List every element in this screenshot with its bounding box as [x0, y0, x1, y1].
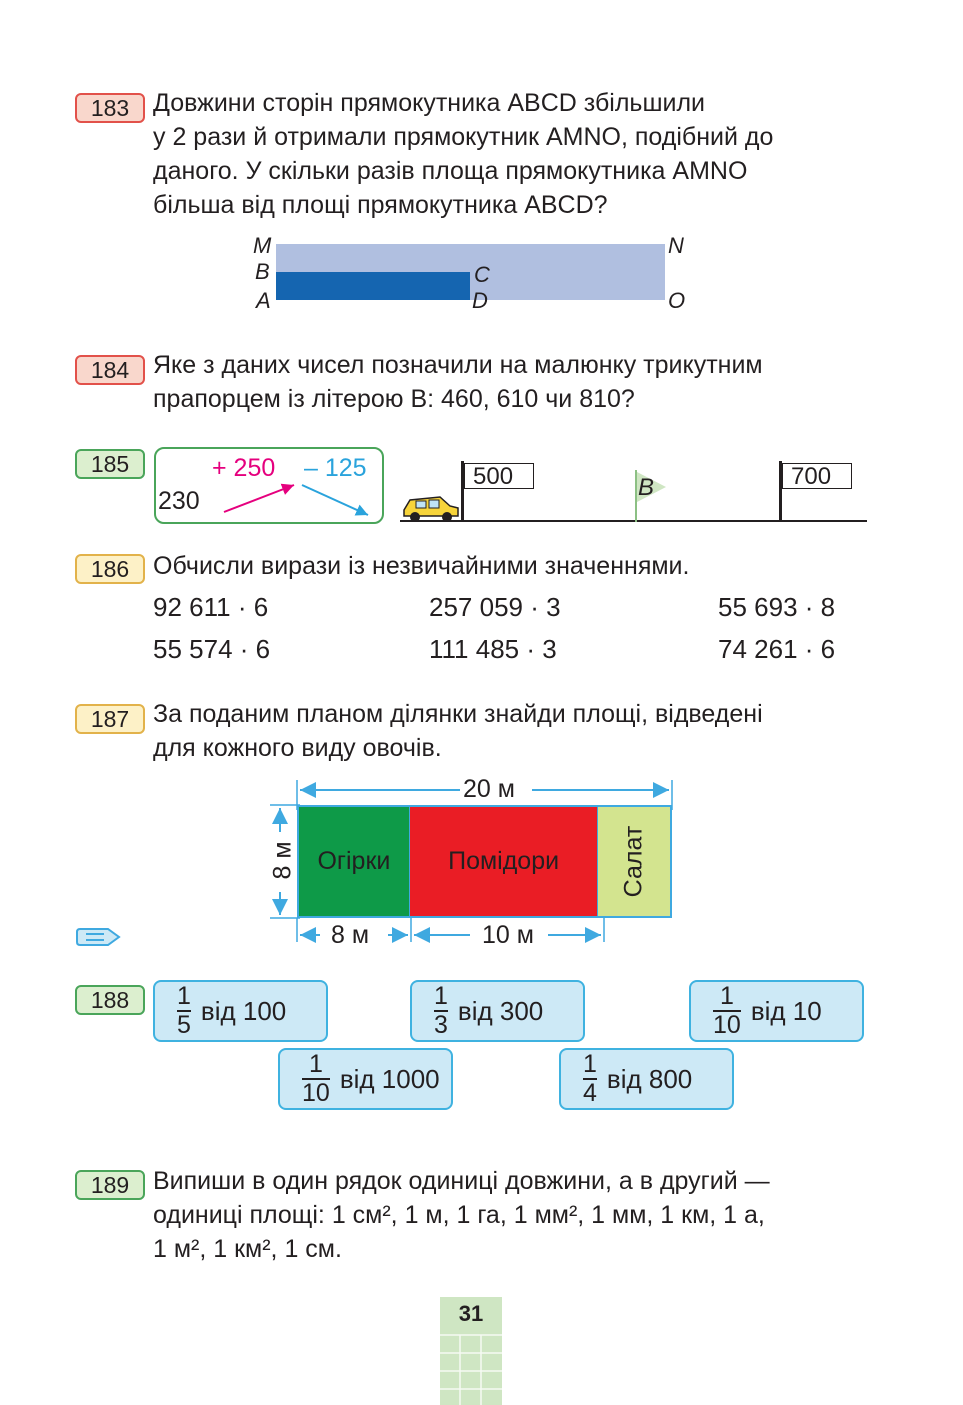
page-number-block: 31 — [440, 1297, 502, 1405]
flag-letter-b: B — [638, 474, 655, 501]
plot-tomatoes: Помідори — [408, 807, 599, 916]
exercise-number-189: 189 — [75, 1170, 145, 1200]
operation-subtract: – 125 — [304, 454, 367, 482]
exercise-184-text: Яке з даних чисел позначили на малюнку т… — [153, 348, 868, 416]
pencil-icon — [76, 928, 121, 946]
label-c: C — [474, 262, 490, 287]
fraction-text: від 10 — [750, 995, 822, 1026]
expression: 74 261 · 6 — [718, 634, 836, 664]
flag-700: 700 — [782, 463, 852, 490]
numerator: 1 — [719, 982, 734, 1010]
numerator: 1 — [177, 982, 191, 1010]
exercise-number-184: 184 — [75, 355, 145, 385]
line: одиниці площі: 1 см², 1 м, 1 га, 1 мм², … — [153, 1201, 765, 1229]
label-m: M — [253, 233, 272, 258]
operation-chain-box: 230 + 250 – 125 — [154, 447, 384, 524]
fraction-text: від 800 — [606, 1063, 693, 1094]
plan-rectangle: Огірки Помідори Салат — [297, 805, 672, 918]
numerator: 1 — [434, 982, 448, 1010]
plot-tomatoes-label: Помідори — [448, 847, 560, 875]
exercise-189-text: Випиши в один рядок одиниці довжини, а в… — [153, 1164, 868, 1266]
operation-add: + 250 — [212, 454, 276, 482]
flag-500: 500 — [464, 463, 534, 490]
triangle-flag-icon — [635, 470, 666, 522]
expression: 92 611 · 6 — [153, 592, 269, 622]
plot-cucumbers-label: Огірки — [317, 847, 391, 875]
numerator: 1 — [308, 1050, 323, 1078]
expression: 55 693 · 8 — [718, 592, 836, 622]
line: прапорцем із літерою B: 460, 610 чи 810? — [153, 385, 635, 413]
line: Випиши в один рядок одиниці довжини, а в… — [153, 1167, 770, 1195]
fraction-text: від 300 — [457, 995, 544, 1026]
exercise-number-183: 183 — [75, 93, 145, 123]
denominator: 4 — [583, 1079, 597, 1107]
start-value: 230 — [158, 487, 200, 515]
chain-arrows — [223, 483, 369, 516]
flag-pole-700 — [779, 461, 782, 522]
expression: 257 059 · 3 — [429, 592, 561, 622]
line: 1 м², 1 км², 1 см. — [153, 1235, 342, 1263]
rect-abcd — [276, 272, 470, 300]
exercise-number-188: 188 — [75, 985, 145, 1015]
line: у 2 рази й отримали прямокутник AMNO, по… — [153, 123, 774, 151]
label-a: A — [256, 288, 271, 313]
denominator: 5 — [177, 1011, 191, 1039]
exercise-187-text: За поданим планом ділянки знайди площі, … — [153, 697, 868, 765]
plan-dimension-lines — [270, 780, 673, 943]
car-icon — [403, 496, 459, 522]
line: більша від площі прямокутника ABCD? — [153, 191, 608, 219]
line: Яке з даних чисел позначили на малюнку т… — [153, 351, 763, 379]
flag-pole-500 — [461, 461, 464, 522]
plot-lettuce-label: Салат — [619, 825, 648, 898]
denominator: 10 — [713, 1011, 741, 1039]
exercise-number-187: 187 — [75, 704, 145, 734]
plot-lettuce: Салат — [598, 807, 670, 916]
road-line — [400, 520, 867, 522]
expression: 111 485 · 3 — [429, 634, 557, 664]
line: для кожного виду овочів. — [153, 734, 442, 762]
numerator: 1 — [583, 1050, 597, 1078]
dimension-seg2: 10 м — [482, 921, 534, 949]
denominator: 10 — [302, 1079, 330, 1107]
label-n: N — [668, 233, 684, 258]
dimension-height: 8 м — [268, 841, 297, 880]
line: За поданим планом ділянки знайди площі, … — [153, 700, 763, 728]
plot-cucumbers: Огірки — [299, 807, 409, 916]
line: даного. У скільки разів площа прямокутни… — [153, 157, 748, 185]
exercise-number-186: 186 — [75, 554, 145, 584]
line: Довжини сторін прямокутника ABCD збільши… — [153, 89, 706, 117]
denominator: 3 — [434, 1011, 448, 1039]
expression: 55 574 · 6 — [153, 634, 271, 664]
fraction-text: від 1000 — [339, 1063, 440, 1094]
dimension-total-length: 20 м — [463, 775, 515, 803]
grid-pattern — [440, 1334, 502, 1405]
exercise-number-185: 185 — [75, 449, 145, 479]
dimension-seg1: 8 м — [331, 921, 370, 949]
label-o: O — [668, 288, 686, 313]
page-number: 31 — [458, 1301, 484, 1326]
label-b: B — [255, 259, 270, 284]
exercise-186-prompt: Обчисли вирази із незвичайними значенням… — [153, 552, 690, 580]
label-d: D — [472, 288, 488, 313]
fraction-text: від 100 — [200, 995, 287, 1026]
exercise-183-text: Довжини сторін прямокутника ABCD збільши… — [153, 86, 868, 222]
